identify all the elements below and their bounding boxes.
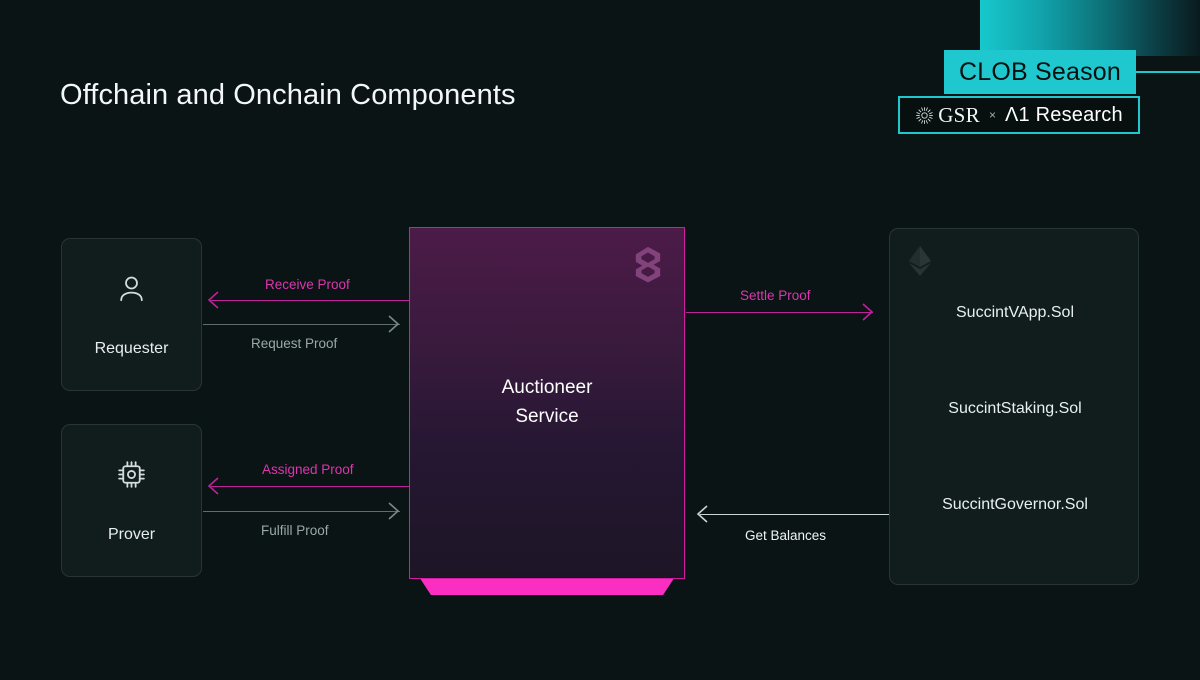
connection-label-receive-proof: Receive Proof [265, 277, 350, 292]
a1-research-label: Λ1 Research [1004, 103, 1123, 126]
connection-line-fulfill-proof [203, 511, 400, 512]
connection-line-request-proof [203, 324, 400, 325]
arrowhead-request-proof [388, 315, 400, 333]
connection-label-assigned-proof: Assigned Proof [262, 462, 354, 477]
badge-banner-text: CLOB Season [958, 57, 1121, 86]
succinct-logo [635, 246, 661, 283]
gsr-label: GSR [938, 102, 980, 127]
user-icon [115, 272, 148, 310]
connection-line-receive-proof [211, 300, 409, 301]
arrowhead-get-balances [696, 505, 708, 523]
connection-label-request-proof: Request Proof [251, 336, 338, 351]
arrowhead-receive-proof [207, 291, 219, 309]
node-auctioneer-label: Auctioneer Service [502, 374, 593, 432]
page-title: Offchain and Onchain Components [60, 79, 516, 111]
onchain-contracts-panel: SuccintVApp.Sol SuccintStaking.Sol Succi… [889, 228, 1139, 585]
cpu-chip-icon [115, 458, 148, 496]
node-prover-label: Prover [107, 525, 156, 543]
ethereum-icon [909, 246, 931, 276]
auctioneer-line-2: Service [515, 406, 579, 427]
connection-label-fulfill-proof: Fulfill Proof [261, 523, 329, 538]
badge-accent-line [1136, 71, 1200, 73]
badge-partner-bar: GSR × Λ1 Research [898, 96, 1140, 134]
node-requester-label: Requester [94, 339, 169, 357]
contract-item: SuccintGovernor.Sol [942, 496, 1088, 513]
partner-separator: × [988, 108, 996, 122]
badge-gradient-block [980, 0, 1200, 56]
badge-banner: CLOB Season [944, 50, 1136, 94]
connection-label-settle-proof: Settle Proof [740, 288, 811, 303]
node-requester: Requester [61, 238, 202, 391]
sunburst-icon [916, 106, 933, 124]
contract-item: SuccintVApp.Sol [956, 304, 1074, 321]
connection-line-get-balances [700, 514, 889, 515]
contract-item: SuccintStaking.Sol [948, 400, 1082, 417]
node-auctioneer-service: Auctioneer Service [409, 227, 685, 579]
connection-line-assigned-proof [211, 486, 409, 487]
connection-label-get-balances: Get Balances [745, 528, 827, 543]
auctioneer-line-1: Auctioneer [501, 377, 593, 399]
arrowhead-assigned-proof [207, 477, 219, 495]
connection-line-settle-proof [686, 312, 873, 313]
node-prover: Prover [61, 424, 202, 577]
arrowhead-settle-proof [862, 303, 874, 321]
gsr-logo: GSR [915, 103, 980, 128]
arrowhead-fulfill-proof [388, 502, 400, 520]
